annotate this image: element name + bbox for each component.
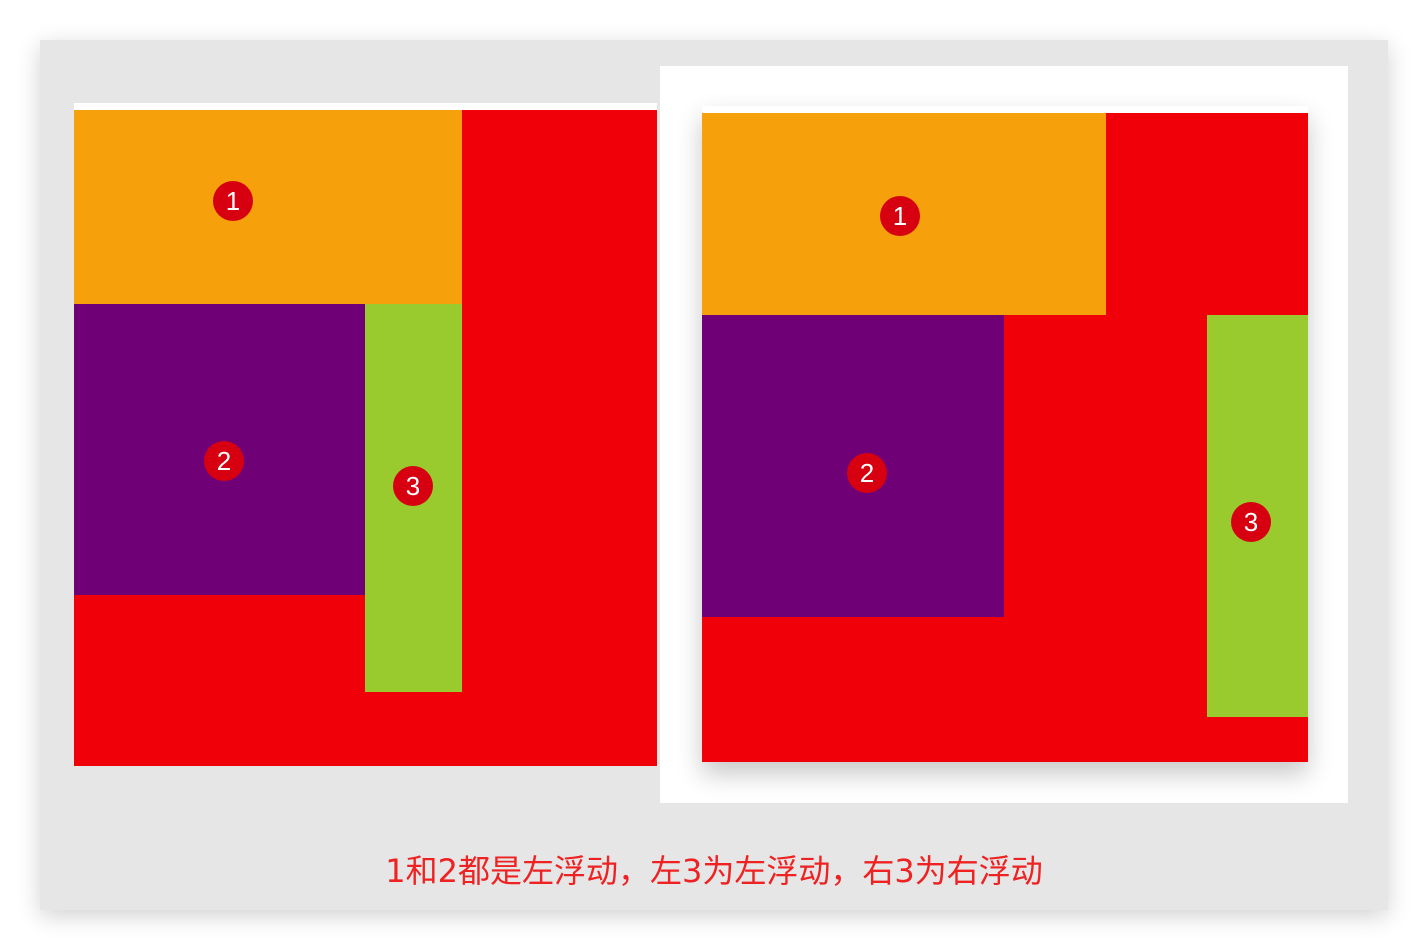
badge-3: 3 bbox=[393, 466, 433, 506]
badge-2: 2 bbox=[847, 453, 887, 493]
badge-1: 1 bbox=[213, 181, 253, 221]
diagram-left-float: 1 2 3 bbox=[74, 103, 657, 766]
badge-2: 2 bbox=[204, 441, 244, 481]
caption-text: 1和2都是左浮动，左3为左浮动，右3为右浮动 bbox=[385, 852, 1043, 890]
badge-1: 1 bbox=[880, 196, 920, 236]
box-1 bbox=[74, 110, 462, 304]
badge-3: 3 bbox=[1231, 502, 1271, 542]
diagram-right-float: 1 2 3 bbox=[702, 106, 1308, 762]
